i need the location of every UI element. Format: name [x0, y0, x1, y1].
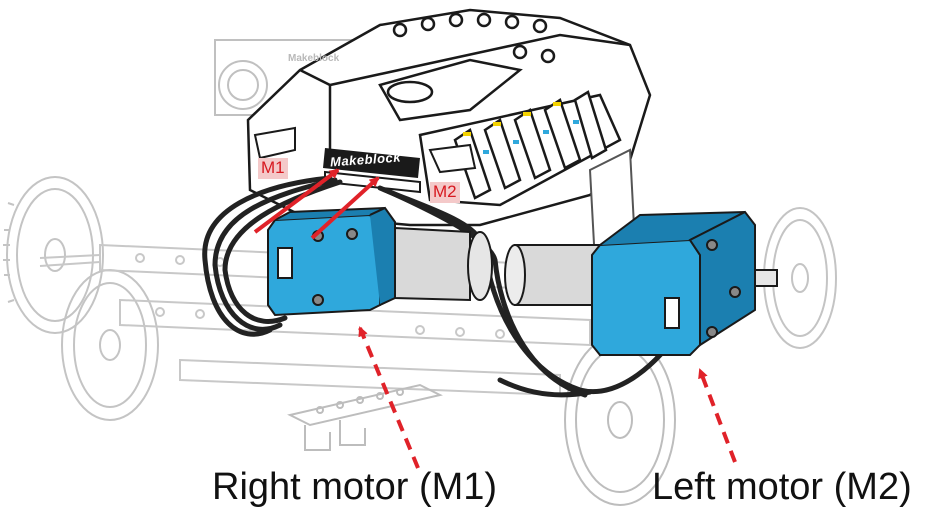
brand-plate — [323, 148, 420, 178]
dashed-arrow-right-motor — [358, 326, 420, 469]
dashed-arrow-left-motor — [698, 368, 737, 463]
sensor-brand-text: Makeblock — [288, 53, 340, 64]
main-controller-board — [246, 8, 652, 227]
arrow-m2-port — [310, 176, 380, 240]
motor-cables — [202, 175, 683, 398]
right-motor-m1 — [267, 206, 493, 317]
left-motor-m2 — [504, 210, 778, 356]
arrow-m1-port — [253, 168, 340, 234]
port-label-m2: M2 — [430, 182, 460, 203]
left-front-wheel — [61, 269, 159, 421]
line-follower-sensor — [287, 383, 443, 451]
port-label-m1: M1 — [258, 158, 288, 179]
left-motor-caption: Left motor (M2) — [652, 466, 912, 508]
port-accents — [463, 102, 561, 136]
port-accents-blue — [483, 120, 579, 154]
indicator-light-right — [428, 143, 477, 174]
right-motor-caption: Right motor (M1) — [212, 466, 498, 508]
indicator-light-left — [253, 126, 296, 160]
